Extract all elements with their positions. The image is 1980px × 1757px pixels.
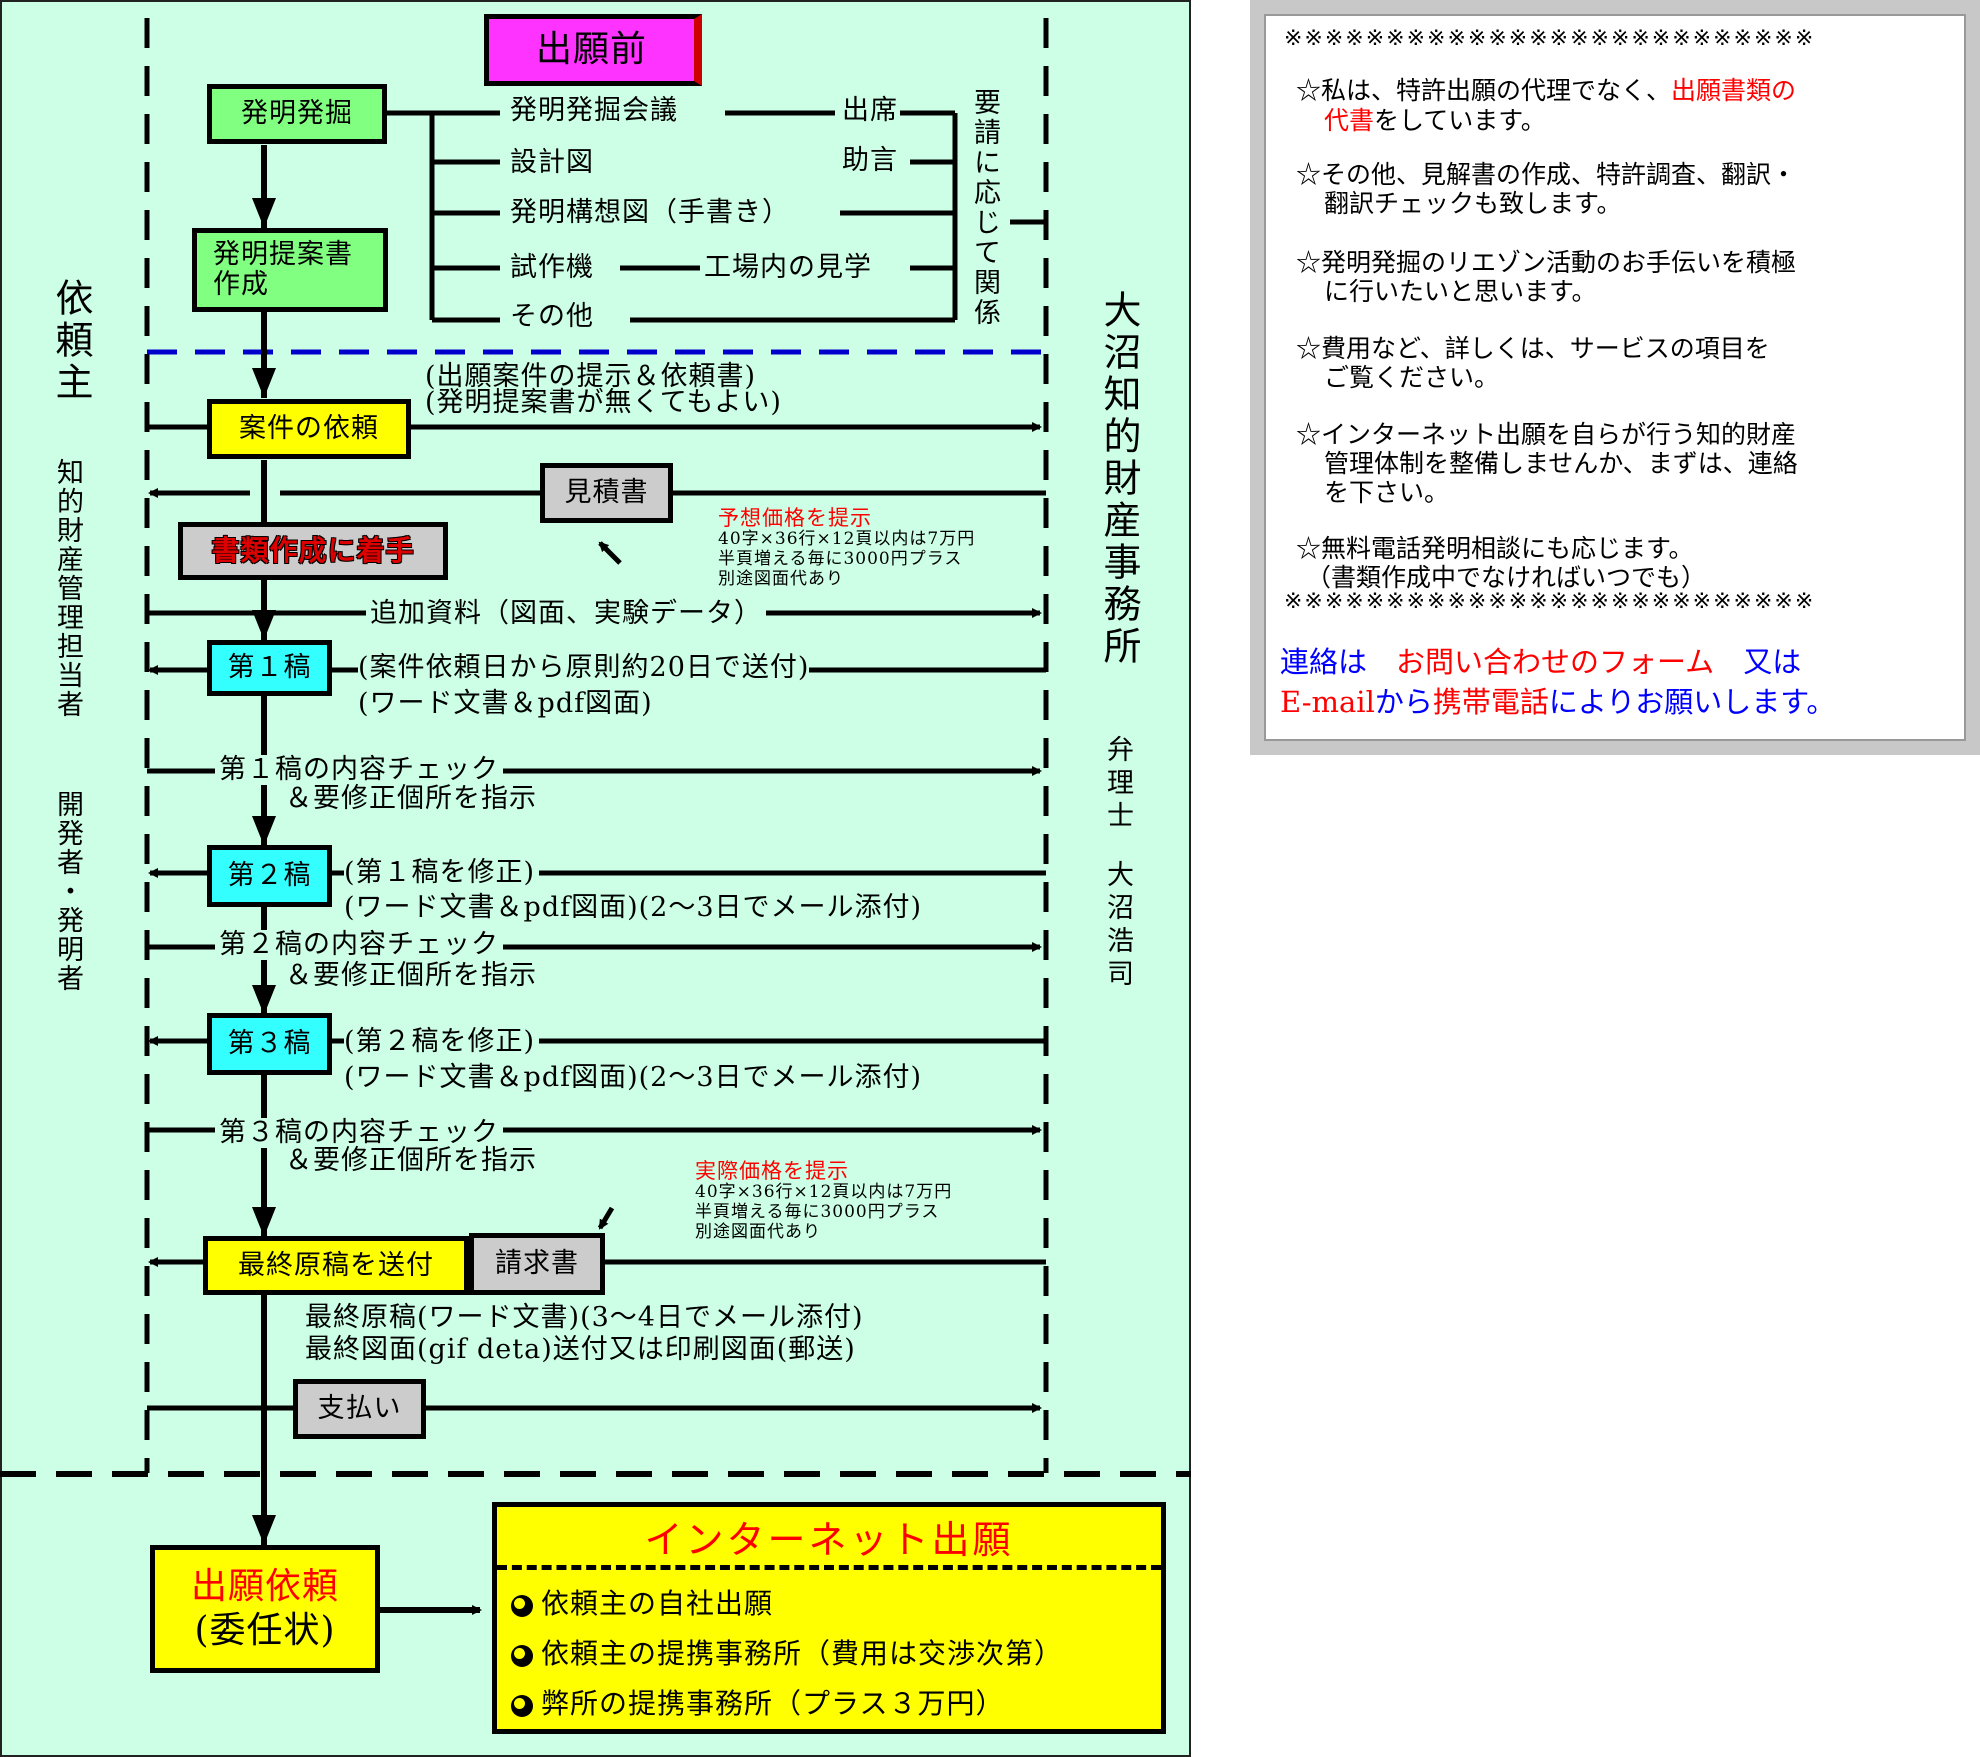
attorney-title: 弁理士 — [1102, 735, 1133, 834]
draft1-box: 第１稿 — [207, 640, 332, 696]
contact-line2: E-mailから携帯電話によりお願いします。 — [1280, 685, 1836, 719]
mining-item-design: 設計図 — [510, 147, 594, 178]
case-request-box: 案件の依頼 — [207, 399, 411, 459]
actual-price-line1: 40字×36行×12頁以内は7万円 — [695, 1182, 953, 1202]
contact-form-link[interactable]: お問い合わせのフォーム — [1396, 645, 1715, 679]
actual-price-line2: 半頁増える毎に3000円プラス — [695, 1202, 940, 1222]
final-note1: 最終原稿(ワード文書)(3～4日でメール添付) — [305, 1302, 864, 1333]
filing-option-2: 依頼主の提携事務所（費用は交渉次第） — [511, 1637, 1063, 1671]
connector-lines — [0, 18, 1191, 1615]
note-6-line1: ☆無料電話発明相談にも応じます。 — [1296, 534, 1694, 563]
actual-price-title: 実際価格を提示 — [695, 1159, 849, 1183]
attendance-label: 出席 — [842, 95, 898, 126]
client-role-developer: 開発者・発明者 — [52, 790, 83, 993]
email-link[interactable]: E-mail — [1280, 685, 1375, 719]
proposal-box: 発明提案書 作成 — [192, 228, 388, 312]
note-2-line1: ☆その他、見解書の作成、特許調査、翻訳・ — [1296, 160, 1797, 189]
client-role-ip-manager: 知的財産管理担当者 — [52, 458, 83, 719]
filing-option-3: 弊所の提携事務所（プラス３万円） — [511, 1687, 1004, 1721]
advice-label: 助言 — [842, 145, 898, 176]
check1-line1: 第１稿の内容チェック — [215, 755, 503, 785]
filing-request-box: 出願依頼 (委任状) — [150, 1545, 380, 1673]
check2-line1: 第２稿の内容チェック — [215, 930, 503, 960]
note-3-line2: に行いたいと思います。 — [1324, 277, 1597, 306]
draft2-box: 第２稿 — [207, 845, 332, 907]
note-5-line1: ☆インターネット出願を自らが行う知的財産 — [1296, 420, 1797, 449]
proposal-line2: 作成 — [213, 269, 269, 300]
draft3-box: 第３稿 — [207, 1013, 332, 1075]
note-3-line1: ☆発明発掘のリエゾン活動のお手伝いを積極 — [1296, 248, 1797, 277]
draft3-note1: (第２稿を修正) — [344, 1027, 540, 1057]
mining-item-meeting: 発明発掘会議 — [510, 95, 678, 126]
notes-panel: ※※※※※※※※※※※※※※※※※※※※※※※※※※ ☆私は、特許出願の代理でな… — [1250, 0, 1980, 755]
option-bullet-icon — [511, 1694, 533, 1717]
note-5-line3: を下さい。 — [1324, 478, 1450, 507]
estimate-price-title: 予想価格を提示 — [718, 506, 872, 530]
estimate-box: 見積書 — [540, 463, 673, 523]
final-send-box: 最終原稿を送付 — [203, 1236, 469, 1295]
actual-price-line3: 別途図面代あり — [695, 1222, 821, 1242]
filing-option-1: 依頼主の自社出願 — [511, 1587, 773, 1621]
note-4-line2: ご覧ください。 — [1324, 363, 1500, 392]
client-label: 依頼主 — [49, 278, 93, 404]
internet-filing-title: インターネット出願 — [644, 1517, 1014, 1562]
attorney-name: 大沼浩司 — [1102, 860, 1133, 992]
check3-line1: 第３稿の内容チェック — [215, 1118, 503, 1148]
request-note-2: (発明提案書が無くてもよい) — [425, 387, 782, 418]
draft2-note1: (第１稿を修正) — [344, 858, 540, 888]
filing-request-line1: 出願依頼 — [190, 1566, 339, 1607]
invention-mining-box: 発明発掘 — [207, 84, 387, 144]
note-1: ☆私は、特許出願の代理でなく、出願書類の — [1296, 76, 1797, 105]
note-2-line2: 翻訳チェックも致します。 — [1324, 189, 1622, 218]
check2-line2: ＆要修正個所を指示 — [285, 960, 537, 991]
payment-box: 支払い — [293, 1379, 426, 1439]
option-bullet-icon — [511, 1644, 533, 1667]
on-request-label: 要請に応じて関係 — [969, 88, 1000, 328]
start-docs-box: 書類作成に着手 — [178, 522, 448, 580]
factory-tour-label: 工場内の見学 — [704, 252, 872, 283]
contact-line1: 連絡は お問い合わせのフォーム 又は — [1280, 645, 1802, 679]
internet-filing-panel: インターネット出願 依頼主の自社出願 依頼主の提携事務所（費用は交渉次第） 弊所… — [492, 1502, 1166, 1734]
mining-item-prototype: 試作機 — [510, 252, 594, 283]
mining-item-other: その他 — [510, 301, 594, 332]
stars-bottom: ※※※※※※※※※※※※※※※※※※※※※※※※※※ — [1284, 589, 1816, 614]
additional-materials-label: 追加資料（図面、実験データ） — [366, 599, 766, 629]
note-4-line1: ☆費用など、詳しくは、サービスの項目を — [1296, 334, 1770, 363]
proposal-line1: 発明提案書 — [213, 239, 353, 271]
stars-top: ※※※※※※※※※※※※※※※※※※※※※※※※※※ — [1284, 26, 1816, 51]
note-6-line2: （書類作成中でなければいつでも） — [1306, 563, 1707, 592]
mining-item-sketch: 発明構想図（手書き） — [510, 197, 790, 228]
check3-line2: ＆要修正個所を指示 — [285, 1145, 537, 1176]
final-note2: 最終図面(gif deta)送付又は印刷図面(郵送) — [305, 1334, 856, 1365]
draft1-note2: (ワード文書＆pdf図面) — [358, 688, 653, 719]
estimate-price-line2: 半頁増える毎に3000円プラス — [718, 549, 963, 569]
estimate-price-line1: 40字×36行×12頁以内は7万円 — [718, 529, 976, 549]
draft1-note1: (案件依頼日から原則約20日で送付) — [358, 652, 810, 683]
request-note-1: (出願案件の提示＆依頼書) — [425, 361, 757, 392]
note-1-cont: 代書をしています。 — [1324, 106, 1546, 135]
check1-line2: ＆要修正個所を指示 — [285, 783, 537, 814]
filing-request-line2: (委任状) — [194, 1610, 336, 1651]
draft3-note2: (ワード文書＆pdf図面)(2～3日でメール添付) — [344, 1062, 923, 1093]
office-label: 大沼知的財産事務所 — [1097, 290, 1141, 668]
draft2-note2: (ワード文書＆pdf図面)(2～3日でメール添付) — [344, 892, 923, 923]
invoice-box: 請求書 — [469, 1233, 605, 1295]
pre-filing-title: 出願前 — [484, 14, 702, 86]
option-bullet-icon — [511, 1594, 533, 1617]
note-5-line2: 管理体制を整備しませんか、まずは、連絡 — [1324, 449, 1798, 478]
estimate-price-line3: 別途図面代あり — [718, 569, 844, 589]
